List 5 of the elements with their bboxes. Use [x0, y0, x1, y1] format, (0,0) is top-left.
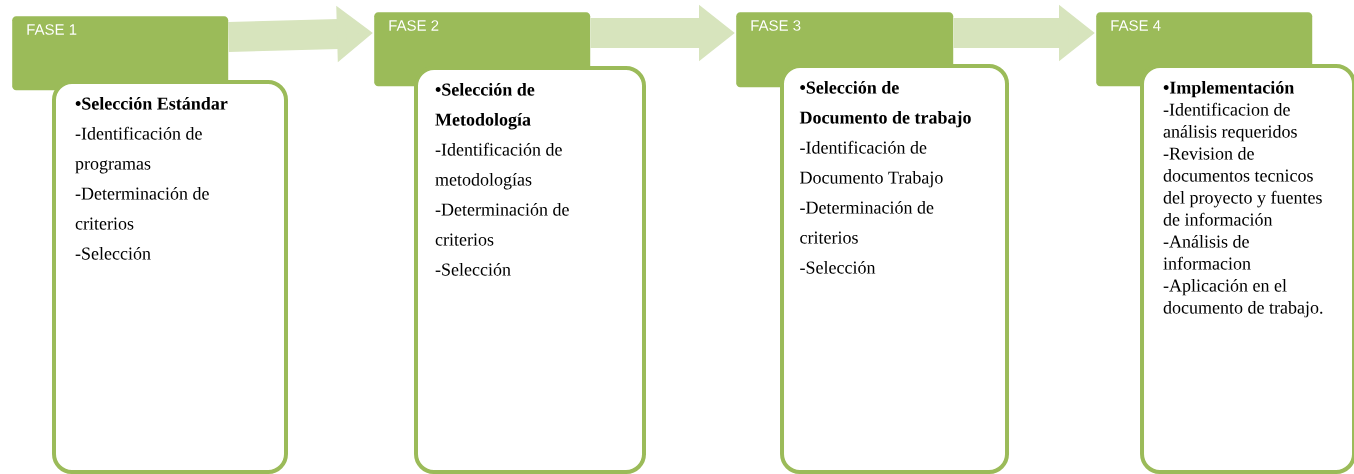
phase-header: FASE 1	[12, 16, 229, 91]
step-card: •Selección Estándar -Identificación de programas -Determinación de criterios -Selección	[52, 80, 288, 474]
step-card: •Implementación -Identificacion de análisis requeridos -Revision de documentos tecnicos del proyecto y fuentes de información -Análisis de informacion -Aplicación en el documento de trabajo.	[1140, 64, 1354, 474]
step-card: •Selección de Metodología -Identificación de metodologías -Determinación de criterios -Selección	[414, 66, 646, 474]
step-card: •Selección de Documento de trabajo -Identificación de Documento Trabajo -Determinación de criterios -Selección	[780, 64, 1009, 474]
